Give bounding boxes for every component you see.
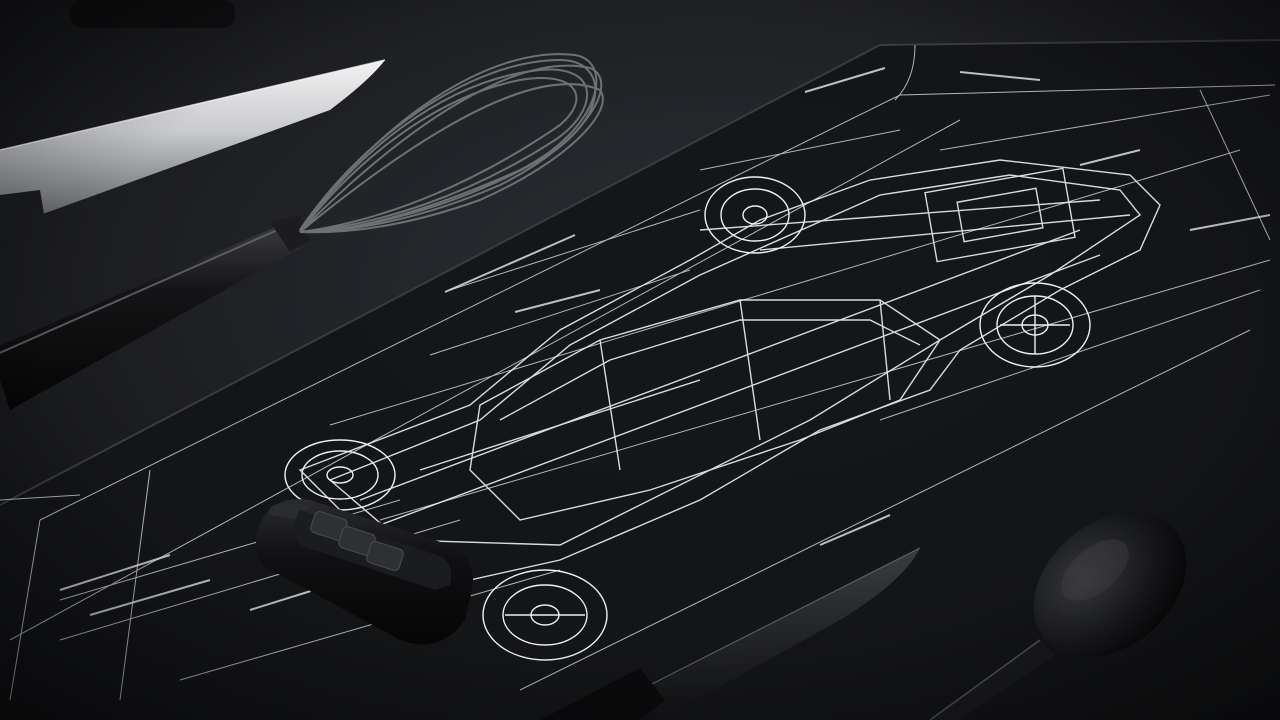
kitchen-blueprint-scene bbox=[0, 0, 1280, 720]
scene-canvas bbox=[0, 0, 1280, 720]
vignette-overlay bbox=[0, 0, 1280, 720]
